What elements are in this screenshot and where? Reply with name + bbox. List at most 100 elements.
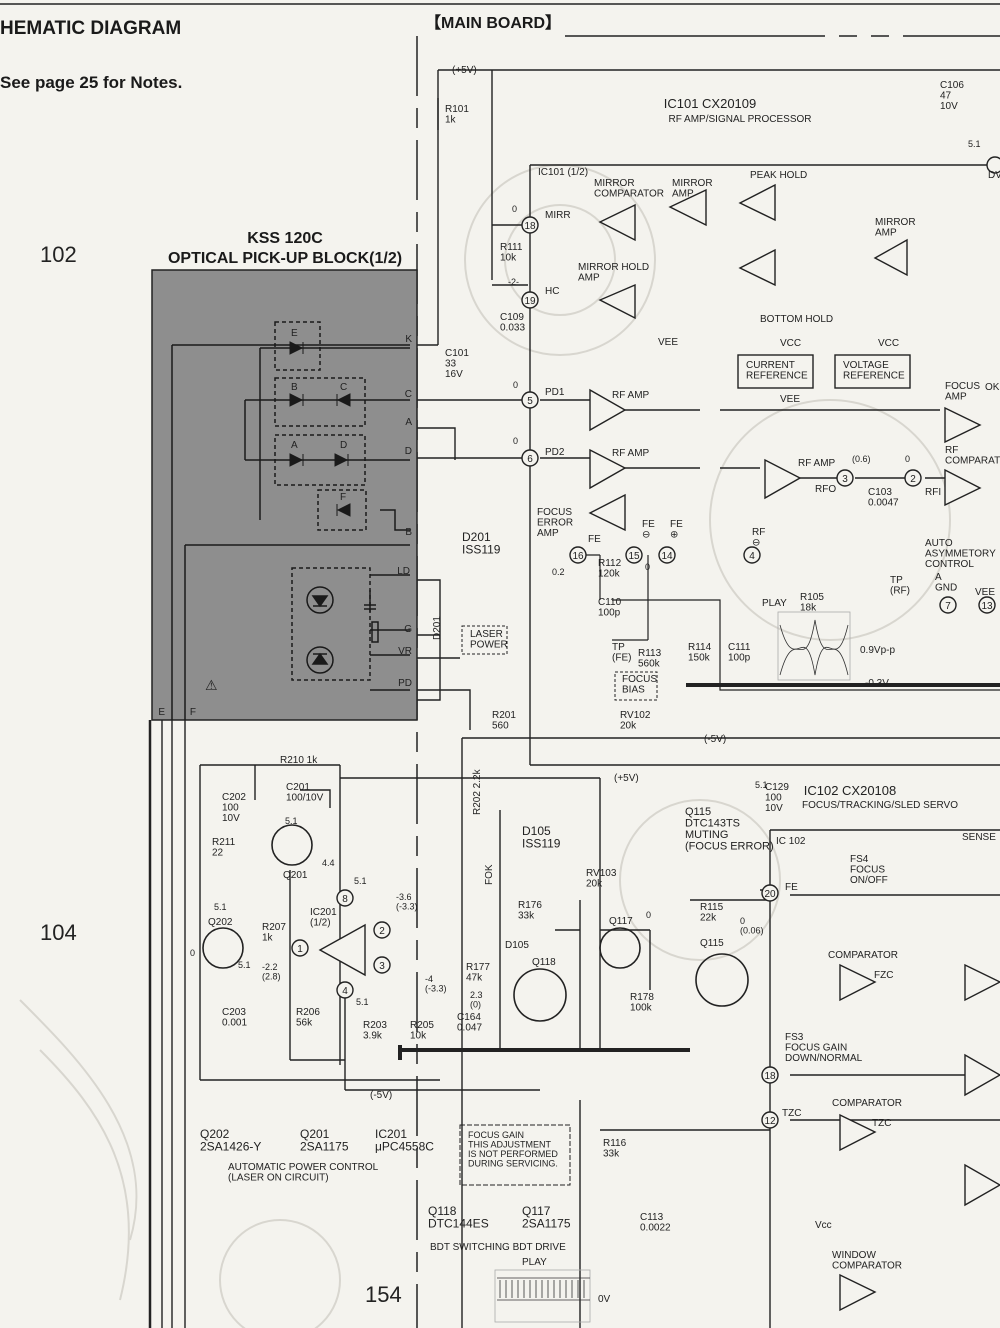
pin-number: 7 [945, 601, 951, 612]
rf-comparator-label: RFCOMPARATOR [945, 445, 1000, 467]
notes-reference: See page 25 for Notes. [0, 73, 182, 92]
pin-label: F [190, 707, 196, 718]
pin-number: 1 [297, 944, 303, 955]
pd1-label: PD1 [545, 387, 565, 398]
voltage-value: -2- [508, 277, 519, 287]
r210-label: R210 1k [280, 755, 318, 766]
ic201-label: IC201(1/2) [310, 907, 337, 929]
faint-number: 104 [40, 920, 77, 945]
pin-number: 12 [764, 1116, 776, 1127]
ic102-pin-numbers: 20 18 12 [764, 889, 776, 1127]
fe-plus-label: FE⊕ [670, 519, 683, 541]
minus5v-label-2: (-5V) [370, 1090, 392, 1101]
ic102-subtitle: FOCUS/TRACKING/SLED SERVO [802, 800, 958, 811]
voltage-annotations: 0 -2- 0 0 0.2 0 (0.6) 0 5.1 5.1 4.4 5.1 … [190, 139, 981, 1009]
faint-background-drawing [19, 164, 951, 1328]
faint-number: 102 [40, 242, 77, 267]
diode-label: F [340, 492, 346, 503]
vcc-label: VCC [780, 338, 801, 349]
vee-label: VEE [658, 337, 678, 348]
voltage-value: -4(-3.3) [425, 974, 447, 993]
legend-apc: AUTOMATIC POWER CONTROL(LASER ON CIRCUIT… [228, 1162, 379, 1184]
r202-label: R202 2.2k [472, 768, 483, 815]
rf-amp-1-label: RF AMP [612, 390, 650, 401]
transistors [202, 824, 749, 1022]
tzc-pin-label: TZC [782, 1108, 801, 1119]
pin-number: 2 [910, 474, 916, 485]
minus5v-label: (-5V) [704, 734, 726, 745]
play-label: PLAY [762, 598, 787, 609]
voltage-value: 4.4 [322, 858, 335, 868]
pin-label: K [405, 334, 412, 345]
pin-number: 4 [342, 986, 348, 997]
fe-minus-label: FE⊖ [642, 519, 655, 541]
vpp-label: 0.9Vp-p [860, 645, 895, 656]
pin-number: 15 [628, 551, 640, 562]
faint-number: 154 [365, 1282, 402, 1307]
rfi-label: RFI [925, 487, 941, 498]
pin-label: LD [397, 566, 410, 577]
pin-label: E [158, 707, 165, 718]
ic101-title: IC101 CX20109 [664, 96, 757, 111]
schematic-wiring [161, 69, 1000, 1328]
diode-label: B [291, 382, 298, 393]
pin-number: 6 [527, 454, 533, 465]
voltage-value: (0.6) [852, 454, 871, 464]
comparator-2-label: COMPARATOR [832, 1098, 902, 1109]
ic102-title: IC102 CX20108 [804, 783, 897, 798]
voltage-value: 0 [513, 380, 518, 390]
play-label-2: PLAY [522, 1257, 547, 1268]
pin-number: 14 [661, 551, 673, 562]
warning-icon: ⚠ [205, 677, 218, 693]
plus5v-label: (+5V) [452, 65, 477, 76]
pin-number: 4 [749, 551, 755, 562]
ic102-inner-label: IC 102 [776, 836, 806, 847]
d105-short-label: D105 [505, 940, 529, 951]
sense-label: SENSE [962, 832, 996, 843]
laser-diode-symbols [306, 586, 379, 674]
pin-number: 18 [524, 221, 536, 232]
dv-label: DV [988, 170, 1000, 181]
waveform-rf [777, 611, 851, 681]
diode-label: C [340, 382, 347, 393]
tp-fe-label: TP(FE) [612, 642, 631, 664]
ic201-pin-numbers: 1 8 2 3 4 [297, 894, 385, 997]
q202-label: Q202 [208, 917, 233, 928]
voltage-value: 5.1 [214, 902, 227, 912]
voltage-value: -3.6(-3.3) [396, 892, 418, 911]
fzc-label: FZC [874, 970, 893, 981]
vee-pin-label: VEE [975, 587, 995, 598]
ic101-pin-numbers: 18 19 5 6 16 15 14 4 3 2 7 13 [524, 221, 993, 612]
